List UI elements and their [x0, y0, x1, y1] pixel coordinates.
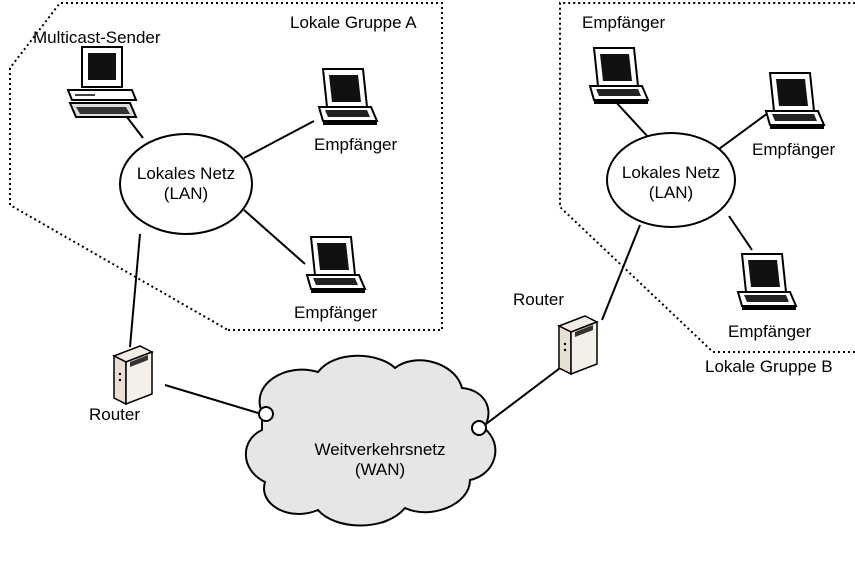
lan-b-label-line1: Lokales Netz: [621, 163, 721, 182]
lan-a-label-line2: (LAN): [163, 184, 209, 203]
group-a-label: Lokale Gruppe A: [290, 13, 417, 32]
receiver-b2-label: Empfänger: [752, 140, 836, 159]
wan-label-line1: Weitverkehrsnetz: [314, 440, 446, 459]
router-left-label: Router: [89, 405, 141, 424]
receiver-a1-label: Empfänger: [314, 135, 398, 154]
router-right-label: Router: [513, 290, 565, 309]
lan-b-label-line2: (LAN): [648, 183, 694, 202]
wan-port-left: [258, 406, 274, 422]
receiver-a2-label: Empfänger: [294, 303, 378, 322]
desktop-computer-icon: [66, 46, 138, 118]
lan-a-label-line1: Lokales Netz: [136, 164, 236, 183]
receiver-b3-label: Empfänger: [728, 322, 812, 341]
group-b-boundary: [559, 2, 855, 353]
laptop-icon: [765, 72, 825, 130]
router-icon: [558, 315, 598, 375]
wan-port-right: [471, 420, 487, 436]
laptop-icon: [589, 47, 649, 105]
laptop-icon: [737, 253, 797, 311]
laptop-icon: [318, 68, 378, 126]
lan-b-ellipse: [606, 132, 736, 228]
wan-cloud: [244, 354, 497, 527]
receiver-b1-label: Empfänger: [582, 13, 666, 32]
sender-label: Multicast-Sender: [33, 28, 161, 47]
laptop-icon: [306, 236, 366, 294]
lan-a-ellipse: [119, 133, 253, 235]
router-icon: [113, 345, 153, 405]
wan-label-line2: (WAN): [354, 460, 406, 479]
group-b-label: Lokale Gruppe B: [705, 357, 833, 376]
